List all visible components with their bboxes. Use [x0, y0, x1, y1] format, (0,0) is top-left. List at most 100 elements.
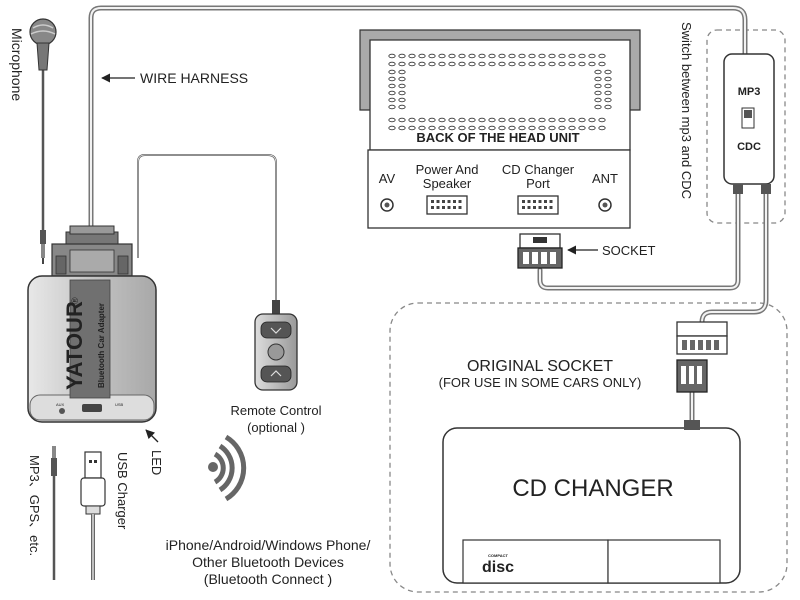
- cd-changer-port-label-1: CD Changer: [502, 162, 575, 177]
- vent-hole: [568, 117, 576, 123]
- vent-hole: [558, 125, 566, 131]
- vent-hole: [388, 69, 396, 75]
- led-arrow: [145, 429, 159, 443]
- vent-hole: [458, 61, 466, 67]
- vent-hole: [448, 125, 456, 131]
- vent-hole: [538, 117, 546, 123]
- microphone-label: Microphone: [9, 28, 25, 101]
- vent-hole: [548, 61, 556, 67]
- vent-hole: [438, 117, 446, 123]
- ventilation-holes: [388, 53, 612, 131]
- vent-hole: [604, 97, 612, 103]
- switch-to-original-socket-cable: [699, 189, 769, 325]
- vent-hole: [594, 97, 602, 103]
- cd-changer-dashed-box: [389, 302, 788, 593]
- vent-hole: [518, 61, 526, 67]
- vent-hole: [408, 125, 416, 131]
- for-use-label: (FOR USE IN SOME CARS ONLY): [439, 375, 642, 390]
- vent-hole: [558, 117, 566, 123]
- vent-hole: [418, 53, 426, 59]
- original-socket-label: ORIGINAL SOCKET: [467, 358, 613, 375]
- remote-control-cable: [137, 154, 277, 312]
- vent-hole: [488, 117, 496, 123]
- cd-changer-unit: [442, 420, 741, 584]
- connector-pin: [442, 206, 445, 209]
- vent-hole: [538, 61, 546, 67]
- vent-hole: [488, 125, 496, 131]
- vent-hole: [578, 117, 586, 123]
- connector-pin: [453, 206, 456, 209]
- wire-harness-cable: [88, 5, 748, 233]
- vent-hole: [548, 125, 556, 131]
- usb-charger-label: USB Charger: [115, 452, 130, 530]
- compact-disc-small-text: COMPACT: [488, 553, 508, 558]
- vent-hole: [458, 53, 466, 59]
- connector-pin: [458, 206, 462, 209]
- vent-hole: [594, 69, 602, 75]
- power-speaker-connector: [426, 195, 468, 215]
- vent-hole: [458, 125, 466, 131]
- vent-hole: [428, 117, 436, 123]
- vent-hole: [528, 61, 536, 67]
- vent-hole: [538, 53, 546, 59]
- vent-hole: [588, 117, 596, 123]
- wire-harness-label: WIRE HARNESS: [140, 70, 248, 86]
- vent-hole: [428, 125, 436, 131]
- connector-pin: [447, 206, 451, 209]
- connector-pin: [436, 200, 440, 203]
- connector-pin: [447, 200, 451, 203]
- cd-changer-port-label-2: Port: [526, 176, 550, 191]
- adapter-brand: YATOUR: [62, 301, 87, 390]
- vent-hole: [508, 53, 516, 59]
- vent-hole: [398, 53, 406, 59]
- vent-hole: [498, 53, 506, 59]
- remote-control-label: Remote Control: [230, 403, 321, 418]
- usb-charger-cable: [80, 451, 106, 580]
- vent-hole: [388, 53, 396, 59]
- vent-hole: [578, 125, 586, 131]
- vent-hole: [578, 61, 586, 67]
- vent-hole: [398, 97, 406, 103]
- vent-hole: [388, 83, 396, 89]
- connector-pin: [538, 206, 542, 209]
- compact-disc-logo: disc: [482, 559, 514, 576]
- vent-hole: [388, 104, 396, 110]
- mp3-cdc-switch: [723, 53, 775, 194]
- vent-hole: [398, 90, 406, 96]
- power-speaker-label-2: Speaker: [423, 176, 472, 191]
- vent-hole: [568, 61, 576, 67]
- vent-hole: [538, 125, 546, 131]
- vent-hole: [588, 61, 596, 67]
- socket-label: SOCKET: [602, 243, 656, 258]
- connector-pin: [544, 206, 547, 209]
- vent-hole: [398, 83, 406, 89]
- connector-pin: [549, 200, 553, 203]
- vent-hole: [528, 117, 536, 123]
- connector-pin: [538, 200, 542, 203]
- vent-hole: [518, 53, 526, 59]
- vent-hole: [438, 125, 446, 131]
- vent-hole: [598, 117, 606, 123]
- vent-hole: [488, 53, 496, 59]
- vent-hole: [568, 53, 576, 59]
- vent-hole: [448, 117, 456, 123]
- vent-hole: [388, 90, 396, 96]
- vent-hole: [568, 125, 576, 131]
- vent-hole: [588, 53, 596, 59]
- vent-hole: [468, 125, 476, 131]
- adapter-port-usb: USB: [115, 402, 124, 407]
- remote-control: [254, 300, 298, 391]
- vent-hole: [408, 117, 416, 123]
- head-unit-title: BACK OF THE HEAD UNIT: [416, 130, 579, 145]
- vent-hole: [458, 117, 466, 123]
- vent-hole: [488, 61, 496, 67]
- vent-hole: [388, 76, 396, 82]
- devices-line-3: (Bluetooth Connect ): [204, 571, 332, 587]
- connector-pin: [522, 206, 525, 209]
- vent-hole: [398, 76, 406, 82]
- connector-pin: [431, 200, 434, 203]
- ant-label: ANT: [592, 171, 618, 186]
- vent-hole: [398, 104, 406, 110]
- connector-pin: [522, 200, 525, 203]
- adapter-subtitle: Bluetooth Car Adapter: [97, 303, 106, 388]
